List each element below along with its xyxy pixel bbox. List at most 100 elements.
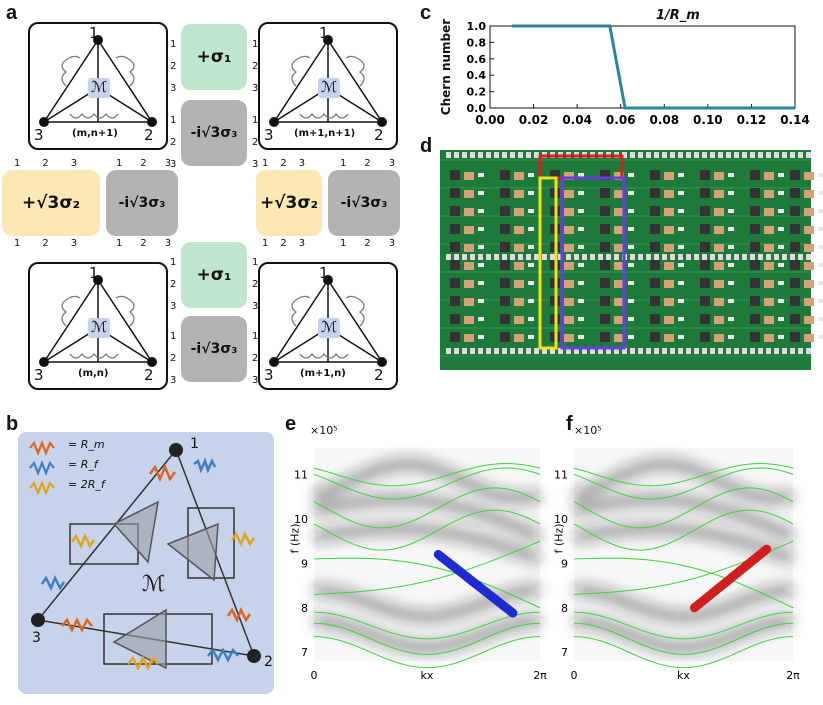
vertex-3-label: 3 (34, 366, 44, 384)
ic-chip (450, 224, 460, 234)
resistor-chip (678, 173, 684, 177)
resistor-chip (728, 191, 734, 195)
vertex-1-label: 1 (319, 264, 329, 282)
capacitor (714, 262, 724, 270)
exponent-label: ×10⁵ (310, 424, 338, 437)
header-pin (486, 152, 491, 158)
x-tick-label: 0.00 (475, 113, 505, 127)
capacitor (514, 208, 524, 216)
header-pin (606, 348, 611, 354)
ic-chip (600, 314, 610, 324)
capacitor (614, 334, 624, 342)
capacitor (664, 226, 674, 234)
ic-chip (700, 170, 710, 180)
header-pin (462, 254, 467, 260)
header-pin (742, 152, 747, 158)
pin-3: 3 (170, 83, 177, 94)
edge-state (433, 550, 518, 618)
header-pin (446, 348, 451, 354)
pcb-illustration (440, 150, 823, 370)
header-pin (630, 152, 635, 158)
header-pin (654, 348, 659, 354)
capacitor (614, 316, 624, 324)
header-pin (638, 348, 643, 354)
resistor-chip (728, 245, 734, 249)
y-tick-label: 0.2 (467, 86, 487, 99)
x-tick-label: 0 (571, 669, 578, 682)
x-tick-label: 2π (786, 669, 800, 682)
capacitor (714, 316, 724, 324)
matrix-label: -i√3σ₃ (190, 341, 238, 357)
coupling-sigma2-right: +√3σ₂ (256, 170, 322, 236)
ic-chip (650, 278, 660, 288)
ic-chip (700, 188, 710, 198)
header-pin (710, 152, 715, 158)
header-pin (758, 254, 763, 260)
header-pin (646, 254, 651, 260)
capacitor (764, 244, 774, 252)
header-pin (502, 254, 507, 260)
ic-chip (790, 332, 800, 342)
header-pin (670, 152, 675, 158)
cell-coordinate: (m,n) (78, 368, 109, 379)
x-tick-label: 0.06 (606, 113, 636, 127)
capacitor (764, 226, 774, 234)
y-tick-label: 0.4 (467, 69, 487, 82)
y-tick-label: 0.6 (467, 53, 487, 66)
header-pin (678, 348, 683, 354)
resistor-chip (478, 227, 484, 231)
pin-labels: 123 (116, 158, 190, 169)
capacitor (564, 208, 574, 216)
resistor-chip (728, 173, 734, 177)
pin-2: 2 (170, 137, 177, 148)
resistor-chip (678, 209, 684, 213)
ic-chip (700, 242, 710, 252)
header-pin (758, 348, 763, 354)
matrix-label: -i√3σ₃ (190, 125, 238, 141)
header-pin (702, 348, 707, 354)
resistor-chip (628, 173, 634, 177)
x-tick-label: 0.02 (519, 113, 549, 127)
capacitor (764, 172, 774, 180)
capacitor (614, 298, 624, 306)
module-circuit: = R_m = R_f = 2R_f 1 2 3 ℳ (18, 432, 274, 694)
capacitor (564, 316, 574, 324)
capacitor (804, 262, 814, 270)
header-pin (654, 254, 659, 260)
resistor-chip (678, 227, 684, 231)
ic-chip (750, 188, 760, 198)
header-pin (598, 348, 603, 354)
capacitor (664, 316, 674, 324)
ic-chip (650, 314, 660, 324)
matrix-label: +√3σ₂ (259, 193, 319, 213)
capacitor (514, 280, 524, 288)
ic-chip (700, 224, 710, 234)
capacitor (714, 190, 724, 198)
header-pin (670, 254, 675, 260)
header-pin (526, 152, 531, 158)
x-tick-label: 0.14 (780, 113, 810, 127)
header-pin (638, 152, 643, 158)
theory-curve (313, 540, 541, 595)
theory-curve (573, 467, 794, 500)
header-pin (750, 348, 755, 354)
ic-chip (650, 206, 660, 216)
header-pin (646, 348, 651, 354)
header-pin (702, 254, 707, 260)
header-pin (806, 348, 811, 354)
header-pin (782, 348, 787, 354)
header-pin (590, 254, 595, 260)
edge-state (689, 544, 772, 613)
panel-letter-e: e (285, 413, 297, 435)
ic-chip (500, 296, 510, 306)
header-pin (670, 348, 675, 354)
capacitor (464, 190, 474, 198)
vertex-1-label: 1 (319, 24, 329, 42)
capacitor (514, 334, 524, 342)
spectral-band (572, 459, 795, 504)
resistor-chip (778, 281, 784, 285)
header-pin (494, 348, 499, 354)
resistor-chip (478, 299, 484, 303)
resistor-chip (528, 209, 534, 213)
